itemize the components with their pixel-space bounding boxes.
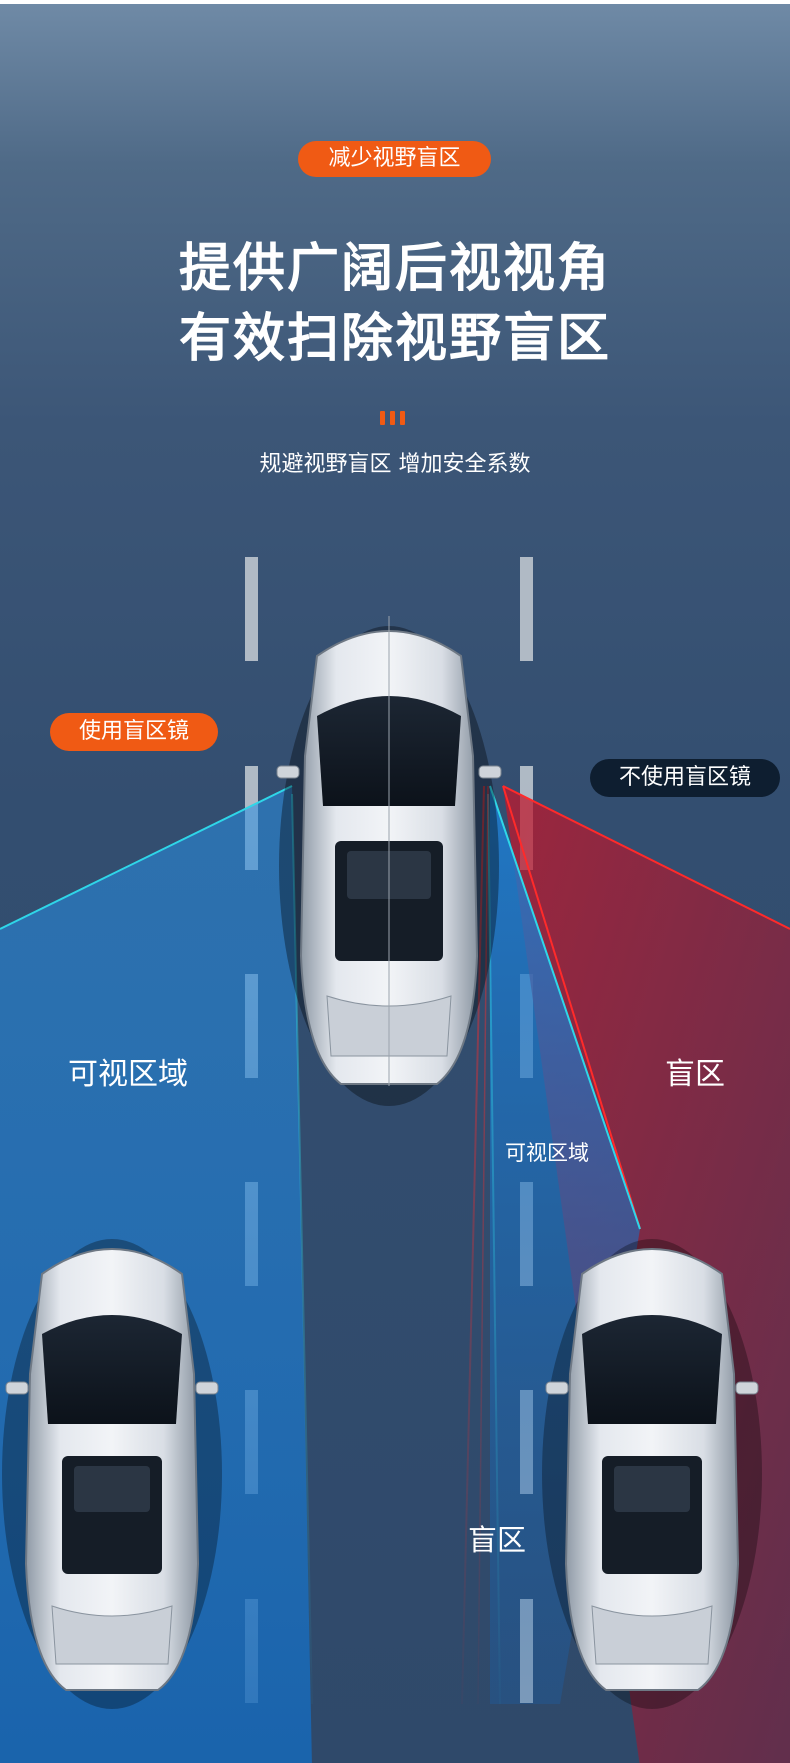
road-scene — [0, 557, 790, 1763]
lane-dash — [245, 557, 258, 661]
label-blind-zone-right: 盲区 — [665, 1057, 725, 1092]
subtitle: 规避视野盲区 增加安全系数 — [259, 452, 531, 477]
red-edge-bottom-1 — [461, 785, 485, 1705]
cyan-edge-middle — [489, 785, 641, 1230]
main-car — [276, 616, 502, 1106]
label-visible-zone-left: 可视区域 — [68, 1057, 188, 1092]
car-bottom-left — [2, 1239, 222, 1709]
lane-dash — [520, 557, 533, 661]
accent-dashes-icon — [380, 411, 410, 425]
label-without-mirror: 不使用盲区镜 — [590, 759, 780, 797]
cone-edge-left-outer — [0, 785, 293, 930]
red-edge-outer — [502, 785, 790, 930]
visible-cone-middle — [490, 786, 640, 1704]
headline-line-1: 提供广阔后视视角 — [178, 239, 611, 299]
badge-reduce-blind-spot: 减少视野盲区 — [298, 141, 491, 177]
label-visible-zone-middle: 可视区域 — [505, 1141, 589, 1165]
car-bottom-right — [542, 1239, 762, 1709]
label-blind-zone-bottom: 盲区 — [468, 1523, 527, 1557]
red-edge-bottom-2 — [477, 785, 489, 1705]
headline-line-2: 有效扫除视野盲区 — [178, 309, 611, 369]
cyan-edge-vertical — [487, 793, 501, 1705]
cone-edge-left-inner — [291, 793, 313, 1705]
red-edge-inner — [502, 785, 641, 1230]
label-with-mirror: 使用盲区镜 — [50, 713, 218, 751]
